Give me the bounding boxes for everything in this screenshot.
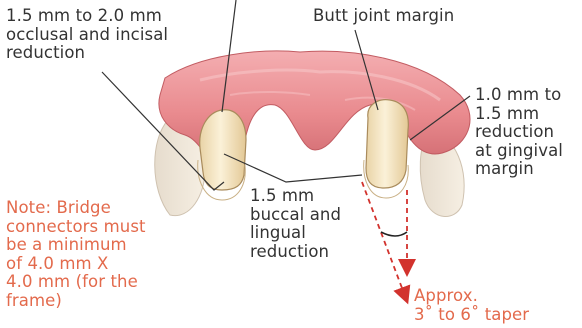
label-bridge-connector-note: Note: Bridge connectors must be a minimu… — [6, 199, 146, 310]
label-gingival-reduction: 1.0 mm to 1.5 mm reduction at gingival m… — [475, 86, 563, 179]
label-buccal-lingual-reduction: 1.5 mm buccal and lingual reduction — [250, 187, 341, 261]
label-occlusal-incisal-reduction: 1.5 mm to 2.0 mm occlusal and incisal re… — [6, 7, 168, 63]
label-butt-joint-margin: Butt joint margin — [313, 7, 454, 26]
taper-angle-arc — [381, 232, 407, 236]
taper-axis-arrow — [362, 182, 405, 296]
taper-arrows — [362, 182, 407, 296]
left-abutment-tooth — [198, 110, 246, 200]
label-taper: Approx. 3˚ to 6˚ taper — [414, 287, 529, 324]
right-abutment-tooth — [364, 100, 409, 198]
